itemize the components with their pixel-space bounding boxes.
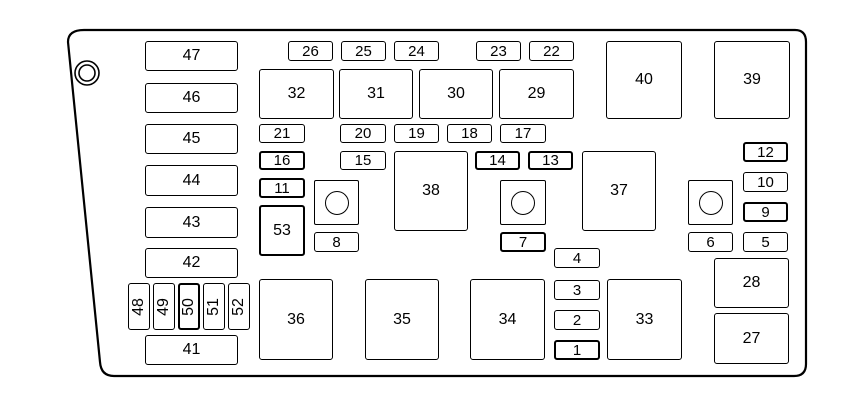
fuse-51[interactable]: 51 [203,283,225,330]
relay-28[interactable]: 28 [714,258,789,308]
fuse-45[interactable]: 45 [145,124,238,154]
relay-39[interactable]: 39 [714,41,790,119]
diode-socket-1[interactable] [314,180,359,225]
fuse-20[interactable]: 20 [340,124,386,143]
fuse-7[interactable]: 7 [500,232,546,252]
fuse-10[interactable]: 10 [743,172,788,192]
fuse-22[interactable]: 22 [529,41,574,61]
relay-31[interactable]: 31 [339,69,413,119]
fuse-49-label: 49 [154,297,172,316]
mounting-bolt-icon [74,60,100,86]
fuse-42[interactable]: 42 [145,248,238,278]
relay-30[interactable]: 30 [419,69,493,119]
fuse-51-label: 51 [204,297,222,316]
relay-29[interactable]: 29 [499,69,574,119]
fuse-25[interactable]: 25 [341,41,386,61]
fuse-9[interactable]: 9 [743,202,788,222]
circle-icon [511,190,535,215]
fuse-52-label: 52 [229,297,247,316]
fuse-13[interactable]: 13 [528,151,573,170]
fuse-50-label: 50 [179,297,197,316]
fuse-4[interactable]: 4 [554,248,600,268]
fuse-48-label: 48 [129,297,147,316]
relay-34[interactable]: 34 [470,279,545,360]
relay-38[interactable]: 38 [394,151,468,231]
fuse-8[interactable]: 8 [314,232,359,252]
fuse-24[interactable]: 24 [394,41,439,61]
fuse-18[interactable]: 18 [447,124,492,143]
diode-socket-3[interactable] [688,180,733,225]
relay-36[interactable]: 36 [259,279,333,360]
fuse-47[interactable]: 47 [145,41,238,71]
fuse-43[interactable]: 43 [145,207,238,238]
relay-27[interactable]: 27 [714,313,789,364]
fuse-17[interactable]: 17 [500,124,546,143]
fuse-19[interactable]: 19 [394,124,439,143]
fuse-23[interactable]: 23 [476,41,521,61]
fuse-5[interactable]: 5 [743,232,788,252]
fuse-11[interactable]: 11 [259,178,305,198]
fuse-15[interactable]: 15 [340,151,386,170]
fuse-49[interactable]: 49 [153,283,175,330]
circle-icon [324,190,349,215]
fuse-2[interactable]: 2 [554,310,600,330]
fuse-16[interactable]: 16 [259,151,305,170]
fuse-14[interactable]: 14 [475,151,520,170]
fuse-26[interactable]: 26 [288,41,333,61]
fuse-1[interactable]: 1 [554,340,600,360]
relay-33[interactable]: 33 [607,279,682,360]
relay-32[interactable]: 32 [259,69,334,119]
relay-35[interactable]: 35 [365,279,439,360]
fuse-50[interactable]: 50 [178,283,200,330]
fuse-53[interactable]: 53 [259,205,305,256]
fuse-12[interactable]: 12 [743,142,788,162]
fuse-21[interactable]: 21 [259,124,305,143]
fuse-3[interactable]: 3 [554,280,600,300]
fuse-44[interactable]: 44 [145,165,238,196]
fuse-48[interactable]: 48 [128,283,150,330]
fuse-46[interactable]: 46 [145,83,238,113]
relay-37[interactable]: 37 [582,151,656,231]
circle-icon [698,190,723,215]
relay-40[interactable]: 40 [606,41,682,119]
diode-socket-2[interactable] [500,180,546,225]
fuse-41[interactable]: 41 [145,335,238,365]
fuse-52[interactable]: 52 [228,283,250,330]
fuse-6[interactable]: 6 [688,232,733,252]
